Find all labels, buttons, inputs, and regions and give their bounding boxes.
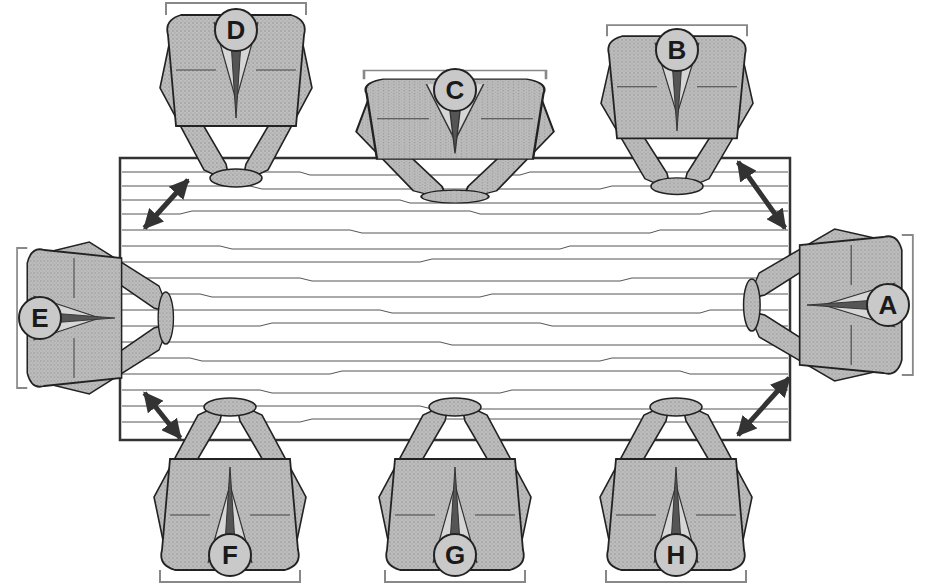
seated-people (17, 3, 913, 582)
person-letter: G (445, 542, 465, 568)
person-figure: C (340, 40, 575, 190)
double-arrow (738, 378, 789, 435)
person-figure: F (160, 438, 305, 580)
person-figure: G (380, 438, 530, 580)
person-letter: D (227, 17, 246, 43)
person-figure: A (785, 228, 930, 378)
person-figure: H (595, 435, 738, 580)
double-arrow (145, 180, 189, 228)
double-arrow (145, 393, 181, 438)
person-letter: E (31, 305, 48, 331)
person-heads (19, 9, 909, 576)
person-figure: E (8, 228, 158, 393)
person-letter: A (879, 292, 898, 318)
person-letter: H (667, 542, 686, 568)
double-arrow (738, 162, 785, 228)
person-figure: B (595, 12, 738, 162)
person-figure: D (155, 15, 305, 180)
person-letter: F (222, 542, 238, 568)
person-letter: C (446, 77, 465, 103)
person-letter: B (668, 37, 687, 63)
